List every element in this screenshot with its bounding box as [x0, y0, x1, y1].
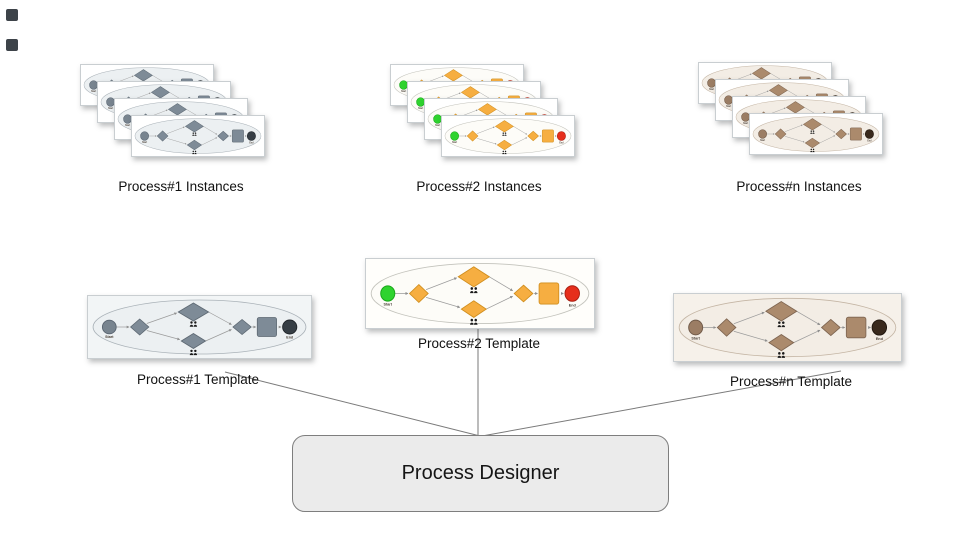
instance-card [131, 115, 265, 157]
processn-template-card [673, 293, 902, 362]
process-designer-box: Process Designer [292, 435, 669, 512]
process2-template-label: Process#2 Template [417, 336, 541, 351]
process2-instances-label: Process#2 Instances [416, 179, 542, 194]
instance-card [441, 115, 575, 157]
instance-card [749, 113, 883, 155]
corner-mark-icon [6, 39, 18, 51]
processn-instances-label: Process#n Instances [736, 179, 862, 194]
process1-template-label: Process#1 Template [136, 372, 260, 387]
process1-instances-label: Process#1 Instances [118, 179, 244, 194]
process1-template-card [87, 295, 312, 359]
process2-template-card [365, 258, 595, 329]
processn-template-label: Process#n Template [729, 374, 853, 389]
process-designer-label: Process Designer [401, 462, 560, 484]
corner-mark-icon [6, 9, 18, 21]
